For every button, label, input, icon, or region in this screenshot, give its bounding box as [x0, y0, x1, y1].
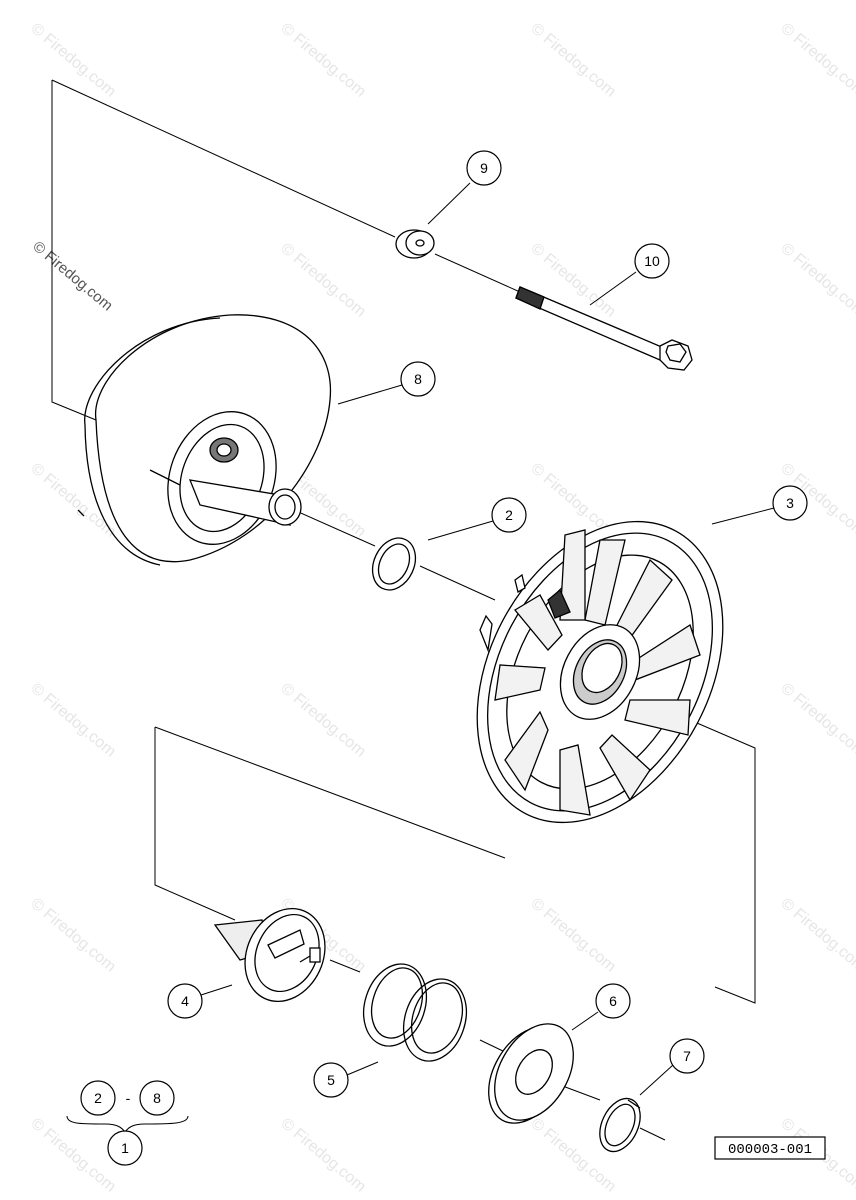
assembly-guide-lines [51, 79, 756, 1141]
watermark-text: © Firedog.com [777, 240, 856, 321]
assembly-range-group: 2 - 8 1 [66, 1080, 189, 1166]
callout-5: 5 [313, 1062, 349, 1098]
watermark-text: © Firedog.com [27, 1115, 118, 1196]
part-3-movable-sheave [476, 520, 724, 824]
watermark-text: © Firedog.com [277, 680, 368, 761]
watermark-text: © Firedog.com [277, 20, 368, 101]
watermark-text: © Firedog.com [277, 1115, 368, 1196]
watermark-text: © Firedog.com [527, 895, 618, 976]
watermark-text: © Firedog.com [777, 680, 856, 761]
range-brace [66, 1115, 189, 1133]
watermark-text: © Firedog.com [527, 20, 618, 101]
part-2-washer [371, 537, 417, 591]
part-5-spring [363, 963, 467, 1062]
callout-label: 7 [683, 1048, 691, 1064]
watermark-layer: © Firedog.com © Firedog.com © Firedog.co… [27, 20, 856, 1196]
callout-9: 9 [466, 150, 502, 186]
callout-7: 7 [669, 1038, 705, 1074]
reference-code-box: 000003-001 [714, 1136, 826, 1160]
watermark-text: © Firedog.com [27, 20, 118, 101]
part-9-spacer [395, 229, 435, 259]
range-from-callout [80, 1080, 116, 1116]
callout-6: 6 [595, 983, 631, 1019]
part-4-ramp-plate [213, 907, 326, 1003]
callout-label: 6 [609, 993, 617, 1009]
callout-2: 2 [491, 497, 527, 533]
callout-4: 4 [167, 983, 203, 1019]
callout-label: 5 [327, 1072, 335, 1088]
reference-code: 000003-001 [728, 1142, 812, 1158]
assembly-callout [107, 1130, 143, 1166]
watermark-text: © Firedog.com [27, 680, 118, 761]
assembly-label: 1 [121, 1140, 129, 1156]
watermark-text: © Firedog.com [277, 240, 368, 321]
callout-3: 3 [772, 485, 808, 521]
callout-label: 8 [414, 371, 422, 387]
range-to-callout [139, 1080, 175, 1116]
watermark-text: © Firedog.com [777, 895, 856, 976]
callout-label: 10 [644, 253, 660, 269]
callout-label: 4 [181, 993, 189, 1009]
watermark-text-dark: © Firedog.com [29, 238, 115, 314]
callout-8: 8 [400, 361, 436, 397]
range-to-label: 8 [153, 1090, 161, 1106]
callout-label: 3 [786, 495, 794, 511]
part-6-spring-cup [488, 1023, 574, 1124]
callout-label: 2 [505, 507, 513, 523]
range-separator: - [126, 1090, 131, 1106]
callout-label: 9 [480, 160, 488, 176]
watermark-text: © Firedog.com [777, 20, 856, 101]
watermark-text: © Firedog.com [27, 895, 118, 976]
callout-leaders [200, 182, 775, 1096]
part-7-retaining-ring [599, 1097, 641, 1153]
part-10-bolt [515, 286, 693, 371]
part-8-fixed-sheave [77, 314, 332, 566]
range-from-label: 2 [94, 1090, 102, 1106]
callout-10: 10 [634, 243, 670, 279]
